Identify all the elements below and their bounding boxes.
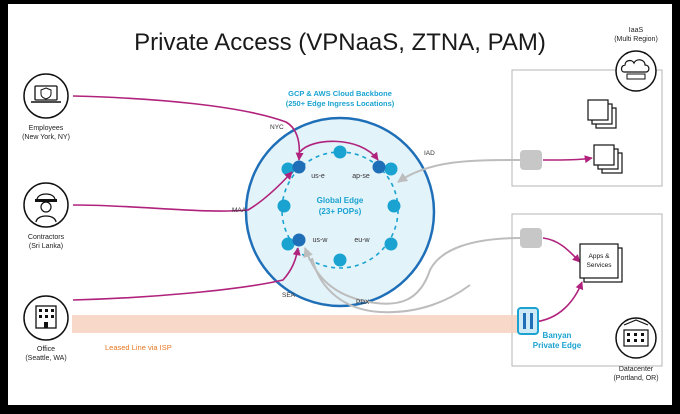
office-path xyxy=(72,247,301,301)
cloud-server-icon xyxy=(615,50,657,92)
datacenter-label-line2: (Portland, OR) xyxy=(613,375,658,382)
contractors-label-line1: Contractors xyxy=(28,234,65,241)
iaas-to-server-path xyxy=(542,155,593,164)
banyan-label-line2: Private Edge xyxy=(533,341,582,350)
pop-label-eu-w: eu-w xyxy=(354,237,370,244)
pop-node xyxy=(387,199,401,213)
slide-title: Private Access (VPNaaS, ZTNA, PAM) xyxy=(134,29,546,56)
egress-paths xyxy=(303,159,521,314)
pop-us-w xyxy=(292,233,306,247)
pop-node xyxy=(333,145,347,159)
dc-to-apps-path xyxy=(542,237,581,263)
pop-us-e xyxy=(292,160,306,174)
banyan-device-icon xyxy=(517,307,539,335)
user-paths xyxy=(72,95,593,323)
pop-label-us-w: us-w xyxy=(313,237,329,244)
employees-label-line2: (New York, NY) xyxy=(22,134,70,141)
pop-label-ap-se: ap-se xyxy=(352,173,370,180)
office-building-icon xyxy=(23,295,69,341)
iad-egress-path xyxy=(397,159,521,183)
banyan-to-apps-path xyxy=(532,281,584,323)
iaas-label-line1: IaaS xyxy=(629,27,644,34)
pop-ap-se xyxy=(372,160,386,174)
global-edge-label-line2: (23+ POPs) xyxy=(319,207,362,216)
employees-label-line1: Employees xyxy=(29,125,64,132)
apps-label-line2: Services xyxy=(587,262,613,269)
pop-node xyxy=(384,162,398,176)
pdx-return-path xyxy=(311,257,471,314)
employees-icon xyxy=(23,73,69,119)
pop-node xyxy=(277,199,291,213)
office-label-line2: (Seattle, WA) xyxy=(25,355,66,362)
backbone-label-line2: (250+ Edge Ingress Locations) xyxy=(286,99,395,108)
pop-node xyxy=(281,162,295,176)
banyan-label-line1: Banyan xyxy=(543,331,572,340)
apps-label-line1: Apps & xyxy=(589,253,611,260)
pop-node xyxy=(281,237,295,251)
pop-node xyxy=(384,237,398,251)
leased-line-label: Leased Line via ISP xyxy=(105,343,172,352)
iaas-server-stack-1 xyxy=(587,99,617,129)
ingress-label-maa: MAA xyxy=(232,207,247,214)
iaas-label-line2: (Multi Region) xyxy=(614,36,658,43)
global-edge-label-line1: Global Edge xyxy=(317,196,364,205)
employees-path xyxy=(72,95,304,161)
contractors-icon xyxy=(23,182,69,228)
ingress-label-nyc: NYC xyxy=(270,124,284,131)
leased-line-band xyxy=(72,315,518,333)
contractors-label-line2: (Sri Lanka) xyxy=(29,243,63,250)
datacenter-label-line1: Datacenter xyxy=(619,366,654,373)
us-e-to-ap-se-path xyxy=(299,140,379,161)
pdx-egress-path xyxy=(303,237,521,305)
iaas-server-stack-2 xyxy=(593,144,623,174)
datacenter-box xyxy=(511,213,663,367)
iaas-connector xyxy=(520,150,542,170)
pop-node xyxy=(333,253,347,267)
contractors-path xyxy=(72,171,293,212)
pop-label-us-e: us-e xyxy=(311,173,325,180)
office-label-line1: Office xyxy=(37,346,55,353)
apps-services-box: Apps & Services xyxy=(579,243,623,283)
ingress-label-pdx: PDX xyxy=(356,299,370,306)
backbone-label-line1: GCP & AWS Cloud Backbone xyxy=(288,89,392,98)
ingress-label-sea: SEA xyxy=(282,292,296,299)
ingress-label-iad: IAD xyxy=(424,150,435,157)
dc-connector xyxy=(520,228,542,248)
datacenter-icon xyxy=(615,317,657,359)
iaas-box xyxy=(511,69,663,187)
